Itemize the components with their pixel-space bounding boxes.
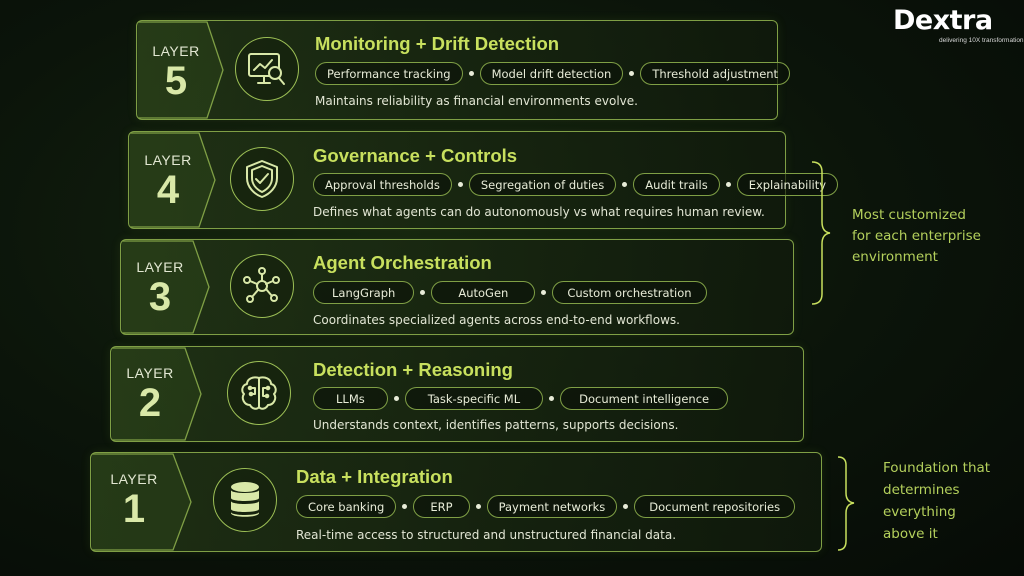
bullet-dot [475, 504, 481, 509]
note-foundation: Foundation that determines everything ab… [883, 457, 990, 545]
note-line: above it [883, 526, 938, 542]
pill: Model drift detection [479, 62, 624, 85]
database-icon [213, 468, 277, 532]
note-line: everything [883, 504, 956, 520]
layer-number: 4 [156, 168, 180, 212]
layer-title: Governance + Controls [313, 145, 518, 166]
layer-badge-chevron [92, 453, 192, 551]
pill: LangGraph [313, 281, 415, 304]
layer-badge: LAYER 4 [135, 152, 201, 210]
layer-label: LAYER [110, 471, 158, 487]
pill-row: LangGraph AutoGen Custom orchestration [313, 281, 707, 304]
layer-badge-chevron [138, 21, 224, 119]
pill: Performance tracking [315, 62, 463, 85]
layer-description: Understands context, identifies patterns… [313, 418, 679, 432]
network-nodes-icon [230, 254, 294, 318]
pill-row: Core banking ERP Payment networks Docume… [296, 495, 796, 518]
pill: Task-specific ML [404, 387, 544, 410]
layer-badge: LAYER 5 [143, 43, 209, 101]
pill: LLMs [313, 387, 388, 410]
layer-title: Agent Orchestration [313, 252, 492, 273]
layer-label: LAYER [136, 259, 184, 275]
bullet-dot [549, 396, 555, 401]
layer-title: Monitoring + Drift Detection [315, 33, 560, 54]
layer-number: 2 [138, 381, 162, 425]
pill-row: LLMs Task-specific ML Document intellige… [313, 387, 729, 410]
pill: Payment networks [486, 495, 618, 518]
layer-label: LAYER [144, 152, 192, 168]
brand-tagline: delivering 10X transformation [939, 37, 1024, 44]
shield-check-icon [230, 147, 294, 211]
note-line: Most customized [852, 207, 966, 223]
layer-description: Real-time access to structured and unstr… [296, 528, 677, 542]
layer-title: Detection + Reasoning [313, 359, 513, 380]
layer-description: Defines what agents can do autonomously … [313, 205, 765, 219]
pill-row: Approval thresholds Segregation of dutie… [313, 173, 839, 196]
note-line: environment [852, 249, 938, 265]
bracket-foundation [837, 456, 855, 551]
layer-4-card: LAYER 4 Governance + Controls Approval t… [128, 131, 839, 229]
layer-3-card: LAYER 3 Agent Orchestration LangGraph Au… [120, 239, 794, 335]
pill-row: Performance tracking Model drift detecti… [315, 62, 791, 85]
note-line: for each enterprise [852, 228, 981, 244]
layer-5-card: LAYER 5 Monitoring + Drift Detection Per… [136, 20, 791, 120]
layer-1-card: LAYER 1 Data + Integration Core banking … [90, 452, 822, 552]
layer-badge-chevron [122, 240, 210, 334]
layer-badge-chevron [130, 132, 216, 228]
pill: Threshold adjustment [640, 62, 791, 85]
pill: AutoGen [431, 281, 536, 304]
pill: Custom orchestration [552, 281, 707, 304]
brand-logo: Dextra delivering 10X transformation [893, 5, 1024, 46]
pill: Segregation of duties [468, 173, 617, 196]
layer-2-card: LAYER 2 Detection + Reasoning LLMs Task-… [110, 346, 804, 442]
layer-number: 3 [148, 275, 172, 319]
monitor-chart-magnifier-icon [235, 37, 299, 101]
bullet-dot [420, 290, 426, 295]
layer-number: 1 [122, 487, 146, 531]
bracket-upper-layers [811, 161, 831, 305]
brain-circuit-icon [227, 361, 291, 425]
layer-badge: LAYER 3 [127, 259, 193, 317]
layer-label: LAYER [152, 43, 200, 59]
pill: Document repositories [634, 495, 796, 518]
note-line: determines [883, 482, 960, 498]
bullet-dot [457, 182, 463, 187]
brand-name: Dextra [893, 5, 993, 36]
pill: Explainability [736, 173, 839, 196]
layer-title: Data + Integration [296, 466, 453, 487]
pill: Approval thresholds [313, 173, 452, 196]
bullet-dot [541, 290, 547, 295]
pill: Audit trails [633, 173, 720, 196]
bullet-dot [629, 71, 635, 76]
bullet-dot [468, 71, 474, 76]
layer-badge: LAYER 1 [101, 471, 167, 529]
pill: Core banking [296, 495, 397, 518]
bullet-dot [393, 396, 399, 401]
bullet-dot [725, 182, 731, 187]
layer-description: Maintains reliability as financial envir… [315, 94, 638, 108]
bullet-dot [623, 504, 629, 509]
layer-badge-chevron [112, 347, 202, 441]
layer-number: 5 [164, 59, 188, 103]
bullet-dot [402, 504, 408, 509]
layer-badge: LAYER 2 [117, 365, 183, 423]
pill: ERP [413, 495, 470, 518]
bullet-dot [622, 182, 628, 187]
pill: Document intelligence [560, 387, 729, 410]
note-customized: Most customized for each enterprise envi… [852, 205, 981, 268]
layer-description: Coordinates specialized agents across en… [313, 313, 680, 327]
layer-label: LAYER [126, 365, 174, 381]
note-line: Foundation that [883, 460, 991, 476]
